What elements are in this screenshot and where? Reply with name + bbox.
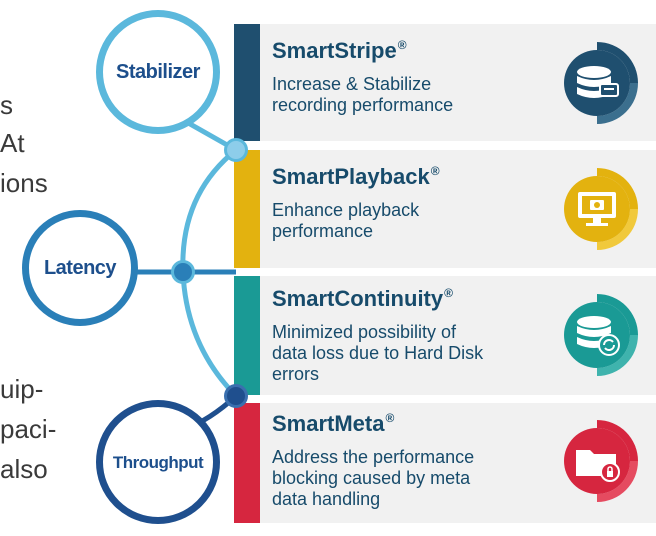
clipped-text-line: At <box>0 128 25 158</box>
connector-node <box>224 138 248 162</box>
clipped-text-line: paci- <box>0 414 57 444</box>
connector-node <box>171 260 195 284</box>
card-accent-bar <box>234 24 260 141</box>
feature-title: SmartContinuity® <box>272 286 453 311</box>
clipped-text-line: s <box>0 90 13 120</box>
folder-lock-icon <box>560 420 638 502</box>
feature-title: SmartMeta® <box>272 411 395 436</box>
category-label: Throughput <box>112 453 204 472</box>
feature-card-smartcontinuity: SmartContinuity® Minimized possibility o… <box>234 276 656 395</box>
feature-card-smartplayback: SmartPlayback® Enhance playback performa… <box>234 150 656 268</box>
category-bubble-latency: Latency <box>22 210 138 326</box>
category-label: Latency <box>43 257 117 279</box>
feature-description: Minimized possibility of data loss due t… <box>272 322 484 384</box>
feature-description: Address the performance blocking caused … <box>272 447 475 509</box>
card-accent-bar <box>234 150 260 268</box>
feature-description: Enhance playback performance <box>272 200 420 241</box>
monitor-play-icon <box>560 168 638 250</box>
clipped-text-line: ions <box>0 168 48 198</box>
database-chat-icon <box>560 42 638 124</box>
database-refresh-icon <box>560 294 638 376</box>
connector-node <box>224 384 248 408</box>
feature-description: Increase & Stabilize recording performan… <box>272 74 454 115</box>
feature-title: SmartStripe® <box>272 38 407 63</box>
category-label: Stabilizer <box>116 61 200 83</box>
card-accent-bar <box>234 403 260 523</box>
clipped-text-line: also <box>0 454 48 484</box>
category-bubble-stabilizer: Stabilizer <box>96 10 220 134</box>
category-bubble-throughput: Throughput <box>96 400 220 524</box>
card-accent-bar <box>234 276 260 395</box>
feature-title: SmartPlayback® <box>272 164 440 189</box>
clipped-text-line: uip- <box>0 374 44 404</box>
